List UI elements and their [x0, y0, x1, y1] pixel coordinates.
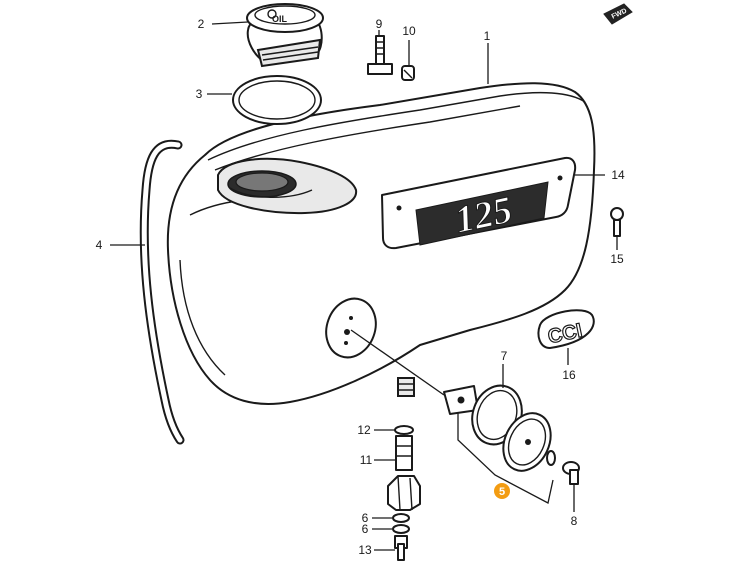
callout-3: 3: [196, 87, 203, 101]
cover-plate[interactable]: [494, 406, 559, 479]
callout-9: 9: [376, 17, 383, 31]
washer-6a[interactable]: [392, 513, 410, 523]
callout-15: 15: [610, 252, 624, 266]
bolt-13[interactable]: [394, 535, 408, 561]
washer-6b[interactable]: [392, 524, 410, 534]
callout-5: 5: [494, 483, 510, 499]
callout-10: 10: [402, 24, 416, 38]
screw-8[interactable]: [562, 461, 580, 485]
callout-6a: 6: [362, 511, 369, 525]
callout-14: 14: [611, 168, 625, 182]
screw-15[interactable]: [610, 207, 624, 237]
fitting-12[interactable]: [394, 425, 414, 435]
cap-gasket[interactable]: [232, 75, 322, 125]
breather-hose[interactable]: [139, 139, 185, 445]
callout-12: 12: [357, 423, 371, 437]
callout-8: 8: [571, 514, 578, 528]
callout-4: 4: [96, 238, 103, 252]
oil-tank-body[interactable]: [166, 82, 596, 405]
fwd-arrow-icon: FWD: [603, 3, 633, 25]
callout-6b: 6: [362, 522, 369, 536]
fitting-nut[interactable]: [387, 475, 421, 511]
callout-16: 16: [562, 368, 576, 382]
assembly-bracket-line: [457, 412, 554, 504]
leader-lines: [110, 21, 618, 551]
callout-2: 2: [198, 17, 205, 31]
fitting-11[interactable]: [395, 435, 413, 471]
cci-badge[interactable]: CCI: [537, 309, 595, 349]
svg-text:5: 5: [499, 486, 505, 498]
washer-10[interactable]: [401, 65, 415, 81]
callout-13: 13: [358, 543, 372, 557]
bolt-9[interactable]: [367, 35, 393, 75]
filler-cap[interactable]: OIL: [246, 3, 324, 68]
callout-11: 11: [360, 453, 373, 467]
cap-text: OIL: [272, 14, 288, 24]
small-washer[interactable]: [546, 450, 556, 466]
callout-7: 7: [501, 349, 508, 363]
callout-1: 1: [484, 29, 491, 43]
